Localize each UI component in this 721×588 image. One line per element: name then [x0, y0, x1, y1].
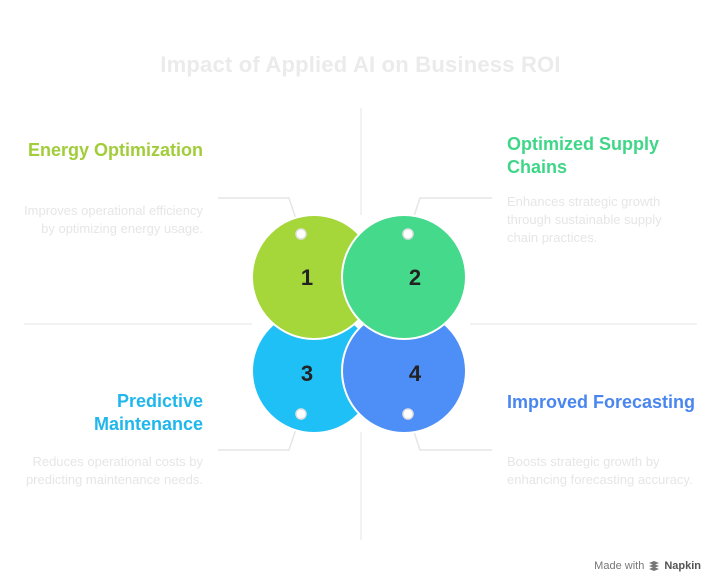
connector-dot-1 [295, 228, 307, 240]
napkin-brand: Napkin [664, 560, 701, 572]
diagram-title: Impact of Applied AI on Business ROI [160, 52, 561, 77]
circle-2 [341, 214, 467, 340]
heading-optimized-supply-chains: Optimized Supply Chains [507, 134, 660, 177]
description-improved-forecasting: Boosts strategic growth by enhancing for… [507, 454, 693, 487]
napkin-logo-icon [649, 561, 660, 571]
number-3: 3 [301, 361, 313, 386]
heading-energy-optimization: Energy Optimization [27, 140, 203, 160]
number-1: 1 [301, 265, 313, 290]
number-2: 2 [409, 265, 421, 290]
description-optimized-supply-chains: Enhances strategic growth through sustai… [507, 194, 662, 245]
heading-predictive-maintenance: Predictive Maintenance [93, 391, 203, 434]
description-predictive-maintenance: Reduces operational costs by predicting … [25, 454, 203, 487]
connector-dot-4 [402, 408, 414, 420]
number-4: 4 [409, 361, 422, 386]
description-energy-optimization: Improves operational efficiency by optim… [24, 203, 203, 236]
made-with-label: Made with [594, 560, 645, 572]
connector-dot-3 [295, 408, 307, 420]
connector-dot-2 [402, 228, 414, 240]
heading-improved-forecasting: Improved Forecasting [507, 392, 696, 412]
made-with-napkin[interactable]: Made with Napkin [594, 560, 701, 572]
